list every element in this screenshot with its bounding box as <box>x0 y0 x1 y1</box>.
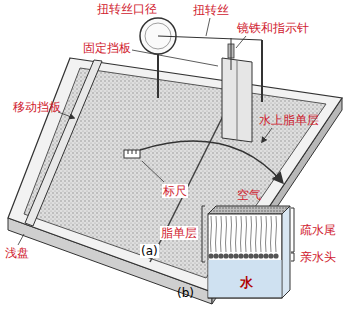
part-label: 扭转丝口径 <box>96 2 158 16</box>
lipid-head <box>223 253 228 258</box>
lipid-tail <box>211 216 212 252</box>
part-label: 水上脂单层 <box>258 113 320 127</box>
lipid-head <box>233 253 238 258</box>
lipid-head <box>218 253 223 258</box>
lipid-head <box>228 253 233 258</box>
lipid-head <box>273 253 278 258</box>
lipid-head <box>213 253 218 258</box>
part-label: 移动挡板 <box>12 100 62 114</box>
lipid-tail <box>266 216 267 252</box>
lipid-tail <box>251 216 252 252</box>
part-label: 空气 <box>236 188 262 202</box>
lipid-head <box>248 253 253 258</box>
lipid-tail <box>231 216 232 252</box>
part-label: 水 <box>239 276 254 290</box>
part-label: 镜铁和指示针 <box>236 21 310 35</box>
part-label: 扭转丝 <box>192 3 230 17</box>
lipid-head <box>208 253 213 258</box>
lipid-tail <box>236 216 237 252</box>
part-label: (b) <box>176 286 195 300</box>
lipid-head <box>258 253 263 258</box>
lipid-tail <box>216 216 217 252</box>
monolayer-inset <box>208 206 290 298</box>
lipid-head <box>238 253 243 258</box>
lipid-tail <box>271 216 272 252</box>
lipid-head <box>243 253 248 258</box>
lipid-tail <box>241 216 242 252</box>
lipid-tail <box>246 216 247 252</box>
lipid-head <box>268 253 273 258</box>
part-label: (a) <box>140 244 159 258</box>
lipid-tail <box>221 216 222 252</box>
lipid-tail <box>276 216 277 252</box>
part-label: 脂单层 <box>160 226 198 240</box>
lipid-head <box>263 253 268 258</box>
lipid-tail <box>226 216 227 252</box>
part-label: 疏水尾 <box>299 223 337 237</box>
part-label: 固定挡板 <box>82 41 132 55</box>
lipid-tail <box>261 216 262 252</box>
lipid-head <box>253 253 258 258</box>
part-label: 浅盘 <box>4 246 30 260</box>
part-label: 标尺 <box>162 184 188 198</box>
part-label: 亲水头 <box>299 250 337 264</box>
lipid-tail <box>256 216 257 252</box>
